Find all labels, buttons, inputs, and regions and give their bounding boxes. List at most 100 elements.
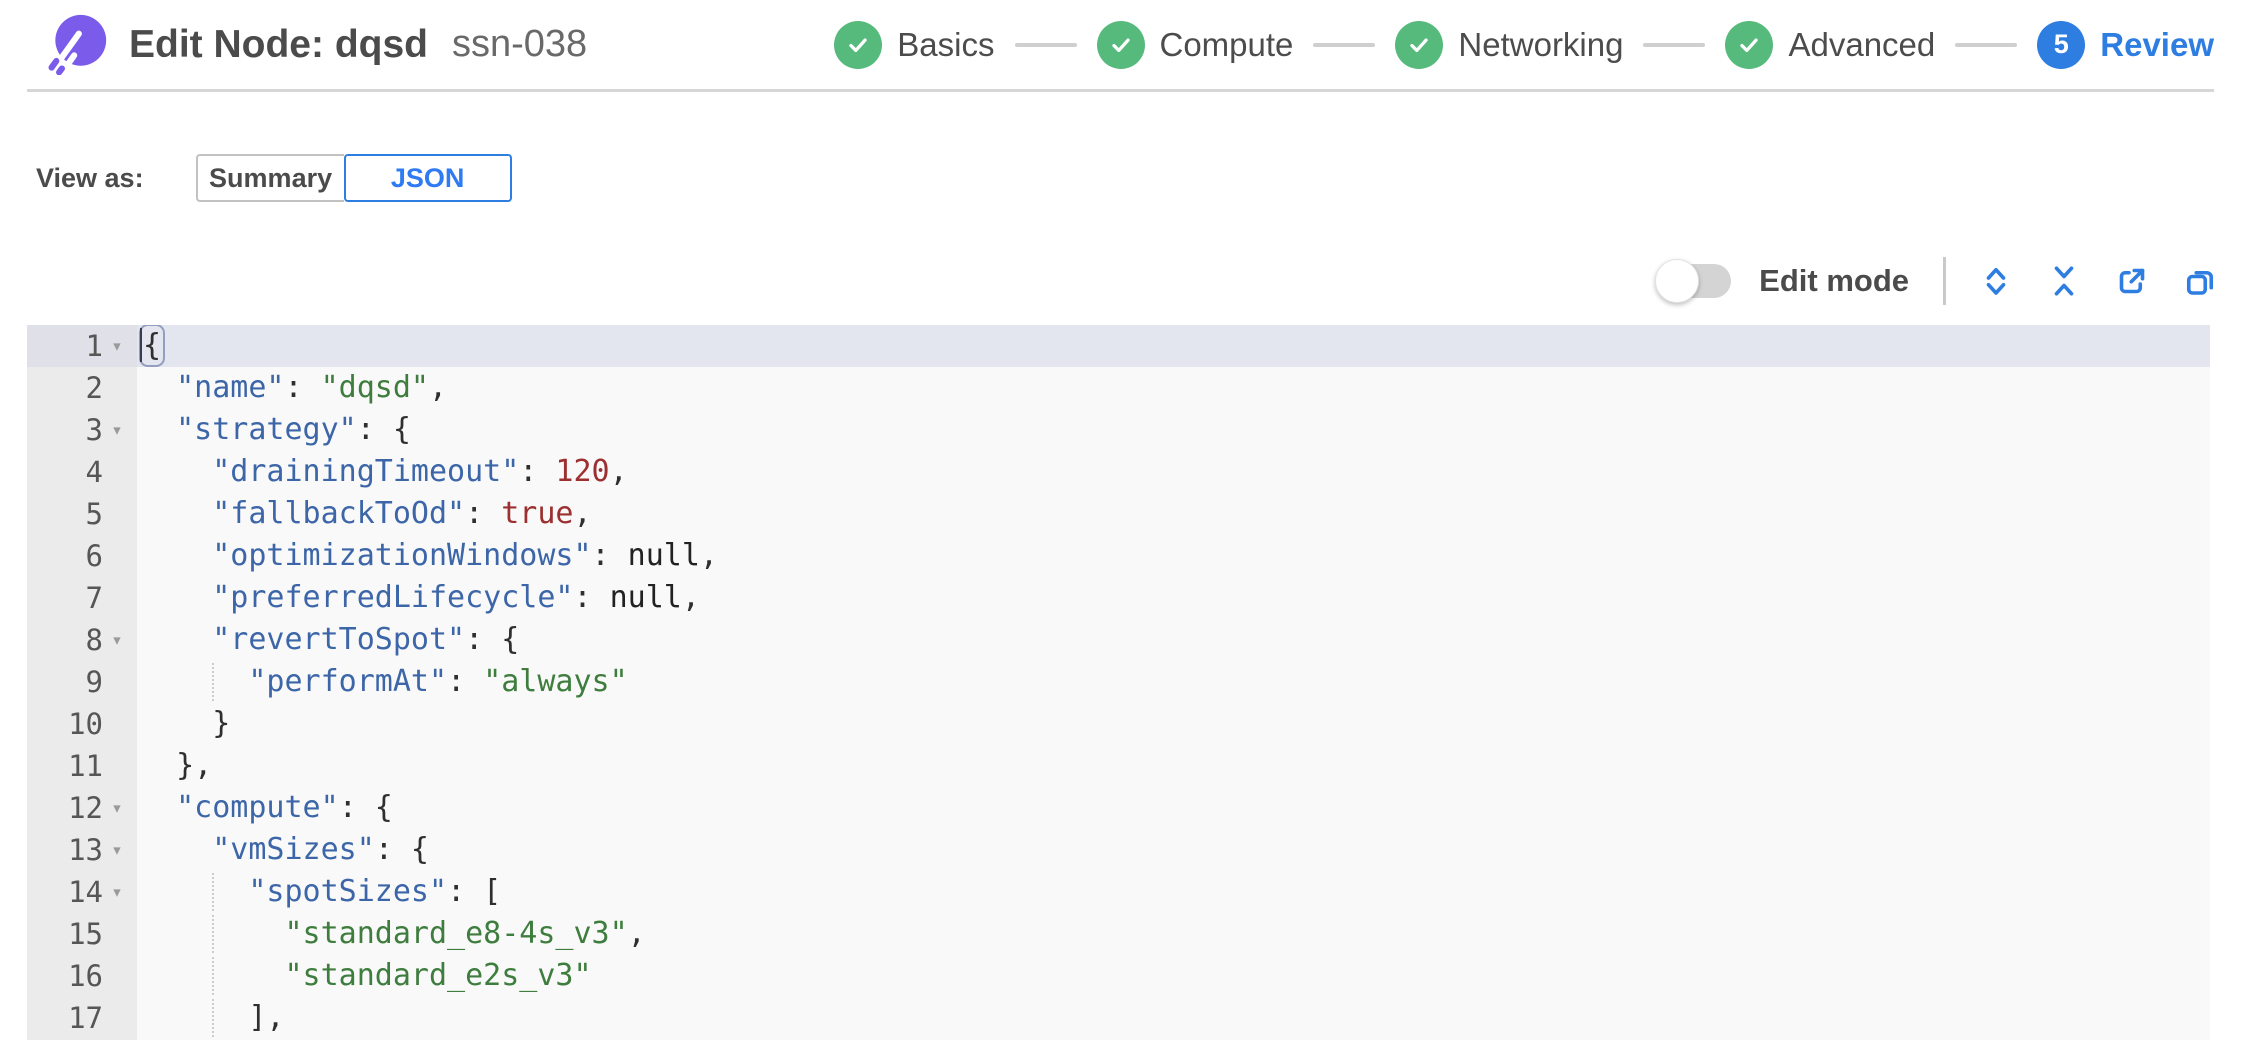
step-label: Networking <box>1458 25 1624 63</box>
line-number: 6 <box>85 539 103 573</box>
line-number-cell: 15 <box>27 913 137 955</box>
line-number: 1 <box>85 329 103 363</box>
check-icon <box>1725 20 1774 69</box>
code-line[interactable]: } <box>212 706 231 741</box>
fold-arrow-icon[interactable]: ▾ <box>111 629 123 651</box>
code-line[interactable]: "vmSizes": { <box>212 832 429 867</box>
line-number-cell: 14 ▾ <box>27 871 137 913</box>
code-line[interactable]: "performAt": "always" <box>137 661 2210 703</box>
line-number-cell: 7 <box>27 577 137 619</box>
code-line[interactable]: "fallbackToOd": true, <box>212 496 592 531</box>
step-label: Review <box>2100 25 2214 63</box>
code-line[interactable]: "optimizationWindows": null, <box>212 538 718 573</box>
line-number-cell: 16 <box>27 955 137 997</box>
spot-logo-icon <box>45 13 109 77</box>
step-connector <box>1955 42 2018 47</box>
line-number: 12 <box>68 791 103 825</box>
collapse-all-icon[interactable] <box>2044 261 2084 301</box>
line-number: 15 <box>68 917 103 951</box>
check-icon <box>1096 20 1145 69</box>
fold-arrow-icon[interactable]: ▾ <box>111 839 123 861</box>
line-number-cell: 11 <box>27 745 137 787</box>
line-number-cell: 8▾ <box>27 619 137 661</box>
line-number-cell: 17 <box>27 997 137 1039</box>
step-compute[interactable]: Compute <box>1096 20 1294 69</box>
wizard-header: Edit Node: dqsd ssn-038 Basics Compute Net… <box>27 0 2214 92</box>
fold-arrow-icon[interactable]: ▾ <box>111 335 123 357</box>
header-left: Edit Node: dqsd ssn-038 <box>27 13 587 77</box>
view-as-json-button[interactable]: JSON <box>343 154 512 202</box>
line-number: 7 <box>85 581 103 615</box>
code-line[interactable]: { <box>137 325 2210 367</box>
fold-arrow-icon[interactable]: ▾ <box>111 881 123 903</box>
code-line[interactable]: "standard_e8-4s_v3", <box>137 913 2210 955</box>
fold-arrow-icon[interactable]: ▾ <box>111 419 123 441</box>
step-number-badge: 5 <box>2037 20 2086 69</box>
step-networking[interactable]: Networking <box>1395 20 1624 69</box>
node-id-clip: ssn-038 <box>452 23 587 66</box>
code-line[interactable]: "strategy": { <box>176 412 411 447</box>
code-line[interactable]: "name": "dqsd", <box>176 370 448 405</box>
editor-code[interactable]: { "name": "dqsd", "strategy": { "drainin… <box>137 325 2210 1040</box>
check-icon <box>1395 20 1444 69</box>
line-number: 3 <box>85 413 103 447</box>
fold-arrow-icon[interactable]: ▾ <box>111 797 123 819</box>
line-number-cell: 3▾ <box>27 409 137 451</box>
page-title: Edit Node: dqsd <box>129 22 428 66</box>
line-number: 4 <box>85 455 103 489</box>
step-connector <box>1014 42 1077 47</box>
code-line[interactable]: "compute": { <box>176 790 393 825</box>
line-number: 14 <box>68 875 103 909</box>
wizard-stepper: Basics Compute Networking Advanced 5 Review <box>834 20 2214 69</box>
view-as-summary-button[interactable]: Summary <box>195 154 344 202</box>
line-number-cell: 9 <box>27 661 137 703</box>
line-number-cell: 1▾ <box>27 325 137 367</box>
line-number: 13 <box>68 833 103 867</box>
edit-mode-toggle[interactable] <box>1655 259 1732 303</box>
node-id: ssn-038 <box>451 23 588 65</box>
toggle-knob <box>1655 259 1700 303</box>
code-line[interactable]: "revertToSpot": { <box>212 622 520 657</box>
line-number-cell: 12 ▾ <box>27 787 137 829</box>
step-basics[interactable]: Basics <box>834 20 995 69</box>
step-number: 5 <box>2053 29 2069 59</box>
step-label: Advanced <box>1788 25 1936 63</box>
view-as-label: View as: <box>36 162 144 193</box>
code-line[interactable]: "drainingTimeout": 120, <box>212 454 628 489</box>
step-review[interactable]: 5 Review <box>2037 20 2214 69</box>
step-connector <box>1643 42 1706 47</box>
line-number: 16 <box>68 959 103 993</box>
line-number: 10 <box>68 707 103 741</box>
edit-mode-label: Edit mode <box>1759 263 1909 298</box>
toolbar-divider <box>1943 257 1946 305</box>
expand-all-icon[interactable] <box>1976 261 2016 301</box>
line-number: 2 <box>85 371 103 405</box>
code-line[interactable]: }, <box>176 748 213 783</box>
check-icon <box>834 20 883 69</box>
text-cursor <box>140 327 142 362</box>
line-number-cell: 5 <box>27 493 137 535</box>
code-line[interactable]: "preferredLifecycle": null, <box>212 580 700 615</box>
step-label: Basics <box>897 25 995 63</box>
code-line[interactable]: ], <box>137 997 2210 1039</box>
step-advanced[interactable]: Advanced <box>1725 20 1936 69</box>
line-number: 17 <box>68 1001 103 1035</box>
line-number: 11 <box>68 749 103 783</box>
line-number: 9 <box>85 665 103 699</box>
line-number: 8 <box>85 623 103 657</box>
code-line[interactable]: "spotSizes": [ <box>137 871 2210 913</box>
step-connector <box>1313 42 1376 47</box>
line-number-cell: 6 <box>27 535 137 577</box>
code-line[interactable]: "standard_e2s_v3" <box>137 955 2210 997</box>
line-number-cell: 2 <box>27 367 137 409</box>
line-number-cell: 10 <box>27 703 137 745</box>
line-number: 5 <box>85 497 103 531</box>
copy-icon[interactable] <box>2180 261 2220 301</box>
export-icon[interactable] <box>2112 261 2152 301</box>
line-number-cell: 13 ▾ <box>27 829 137 871</box>
step-label: Compute <box>1159 25 1294 63</box>
line-number-cell: 4 <box>27 451 137 493</box>
